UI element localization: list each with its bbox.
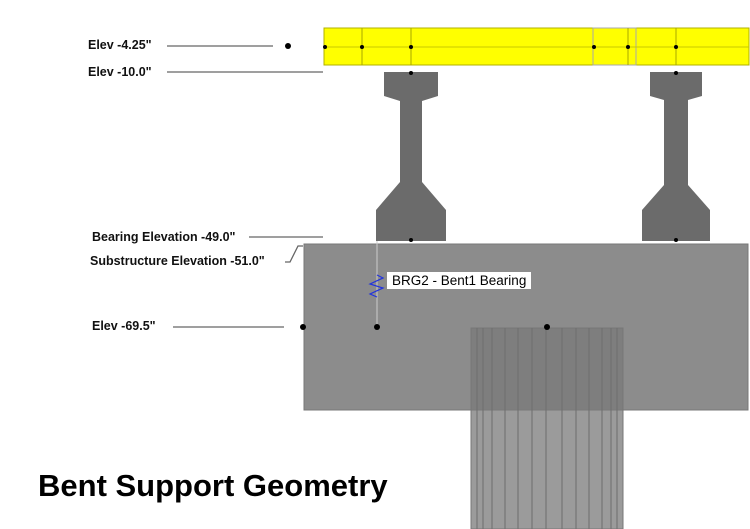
label-elev-deck: Elev -4.25" — [88, 38, 152, 52]
leader-lines — [167, 45, 323, 328]
label-substructure-elevation: Substructure Elevation -51.0" — [90, 254, 265, 268]
drawing-title: Bent Support Geometry — [38, 468, 388, 503]
girder-1 — [376, 72, 446, 241]
girder-2 — [642, 72, 710, 241]
label-elev-cap: Elev -69.5" — [92, 319, 156, 333]
leader-substructure — [285, 245, 303, 263]
pile-column — [470, 327, 624, 529]
bearing-spring-icon — [368, 274, 385, 298]
bearing-label: BRG2 - Bent1 Bearing — [387, 272, 532, 289]
label-elev-girder-top: Elev -10.0" — [88, 65, 152, 79]
deck-ref-point — [285, 43, 291, 49]
label-bearing-elevation: Bearing Elevation -49.0" — [92, 230, 236, 244]
deck-slab — [323, 27, 750, 66]
